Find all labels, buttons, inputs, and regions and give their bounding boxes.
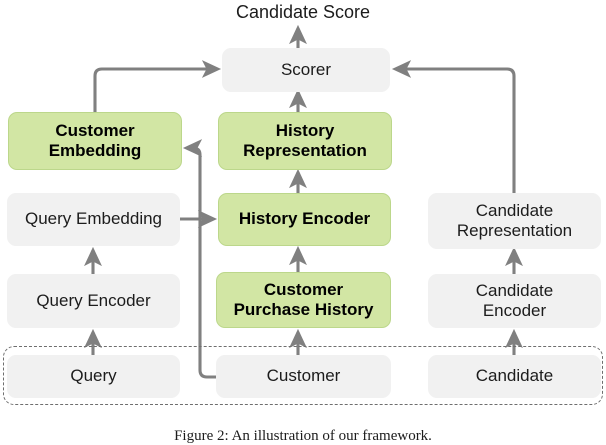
node-query-encoder[interactable]: Query Encoder: [7, 274, 180, 328]
node-input-candidate[interactable]: Candidate: [428, 355, 601, 398]
node-history-encoder[interactable]: History Encoder: [218, 193, 391, 246]
edge-customerembedding-to-scorer: [93, 60, 222, 112]
node-scorer[interactable]: Scorer: [222, 48, 390, 92]
node-history-representation[interactable]: History Representation: [218, 112, 392, 170]
node-customer-purchase-history[interactable]: Customer Purchase History: [216, 272, 391, 328]
node-candidate-representation[interactable]: Candidate Representation: [428, 193, 601, 249]
node-input-query[interactable]: Query: [7, 355, 180, 398]
output-label-candidate-score: Candidate Score: [235, 2, 371, 22]
node-query-embedding[interactable]: Query Embedding: [7, 193, 180, 246]
node-input-customer[interactable]: Customer: [216, 355, 391, 398]
edge-customer-to-customerembedding: [182, 139, 216, 379]
figure-caption: Figure 2: An illustration of our framewo…: [174, 428, 432, 444]
node-customer-embedding[interactable]: Customer Embedding: [8, 112, 182, 170]
edge-candidaterep-to-scorer: [391, 60, 516, 193]
node-candidate-encoder[interactable]: Candidate Encoder: [428, 274, 601, 328]
